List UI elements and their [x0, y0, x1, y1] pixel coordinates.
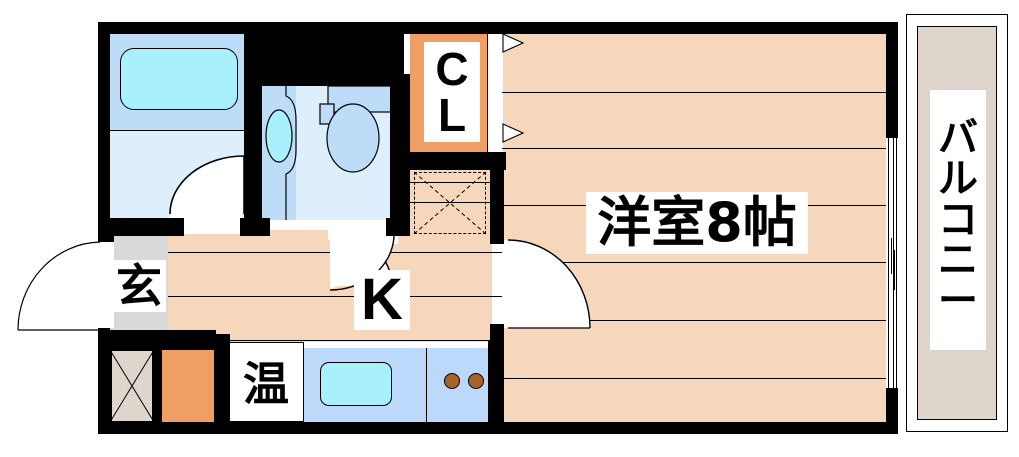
overhead-storage-midline [408, 202, 496, 203]
hall-floor-line-3 [150, 340, 502, 341]
closet-door-divider-upper [487, 30, 488, 92]
balcony-char-0: バ [938, 115, 978, 161]
room-floor-line-2 [502, 148, 896, 149]
wall-left-bath [98, 22, 110, 236]
balcony-label: バ ル コ ニ ー [930, 90, 986, 350]
wall-closet-right-top [494, 22, 506, 34]
closet-sliding-door-upper[interactable] [487, 30, 503, 92]
bathtub [120, 48, 238, 110]
balcony-char-3: ニ [938, 237, 978, 284]
entrance-door-swing-icon [17, 241, 101, 331]
wall-right-lower [886, 388, 898, 434]
balcony-window-rail-1 [888, 138, 889, 388]
balcony-char-4: ー [938, 278, 978, 325]
wall-room-left-upper [490, 164, 504, 244]
balcony-window-sash-lower [894, 250, 895, 290]
wall-genkan-bottom-2 [196, 334, 218, 350]
bath-door-swing-icon [169, 155, 245, 215]
stove-burner-right [468, 373, 484, 389]
shoe-cabinet-cross-icon [109, 349, 155, 423]
hall-floor-line-2 [150, 296, 502, 297]
wall-right-balcony-stub-top [886, 126, 898, 140]
balcony-char-2: コ [938, 196, 978, 243]
room-floor-line-4 [502, 262, 896, 263]
wall-bath-bottom-2 [240, 218, 270, 236]
overhead-storage-dashed [414, 172, 486, 234]
balcony-sliding-window[interactable] [886, 138, 898, 388]
hall-floor-line-1 [150, 252, 502, 253]
closet-cl-letter-c: C [435, 43, 469, 95]
entrance-door-panel[interactable] [96, 242, 114, 328]
balcony-window-rail-2 [893, 138, 894, 388]
entrance-closet [160, 350, 218, 422]
wall-shoe-cabinet-top [98, 336, 162, 350]
wall-entrance-closet-right [214, 336, 230, 422]
western-room-label: 洋室8帖 [586, 192, 808, 254]
wash-basin-icon [265, 86, 297, 220]
closet-sliding-door-lower[interactable] [487, 92, 503, 154]
closet-door-divider-lower [487, 92, 488, 154]
closet-door-arrow-upper-icon [502, 33, 525, 53]
wall-right-upper [886, 22, 898, 138]
balcony-char-1: ル [938, 155, 978, 202]
genkan-label: 玄 [112, 260, 166, 312]
wall-hall-top-left [98, 222, 156, 234]
overhead-storage-area [408, 168, 496, 240]
bathtub-platform-edge [110, 130, 252, 131]
wall-shoe-cabinet-right [152, 342, 162, 424]
balcony-window-rail-3 [896, 138, 897, 388]
closet-cl-letter-l: L [437, 89, 467, 141]
closet-door-arrow-lower-icon [502, 123, 525, 143]
room-floor-line-6 [502, 378, 896, 379]
hall-floor-line-4 [404, 182, 502, 183]
closet-cl-label-box [424, 42, 480, 142]
room-floor-line-1 [502, 92, 896, 93]
kitchen-counter-divider [426, 348, 427, 422]
room-door-swing-icon [507, 239, 591, 329]
water-heater-label: 温 [230, 358, 302, 410]
wall-shoe-cabinet-left [98, 342, 112, 434]
room-floor-line-5 [502, 320, 896, 321]
wall-kitchen-counter-right [488, 340, 502, 422]
balcony-window-sash-upper [891, 238, 892, 274]
kitchen-hall-floor [150, 230, 502, 342]
toilet-icon [319, 85, 393, 173]
kitchen-sink [320, 362, 392, 406]
stove-burner-left [444, 373, 460, 389]
kitchen-label: K [354, 270, 410, 330]
wall-wc-top [244, 22, 404, 86]
wall-wc-bottom [386, 218, 410, 236]
wall-closet-bottom [396, 152, 506, 170]
wall-closet-left [396, 22, 412, 34]
